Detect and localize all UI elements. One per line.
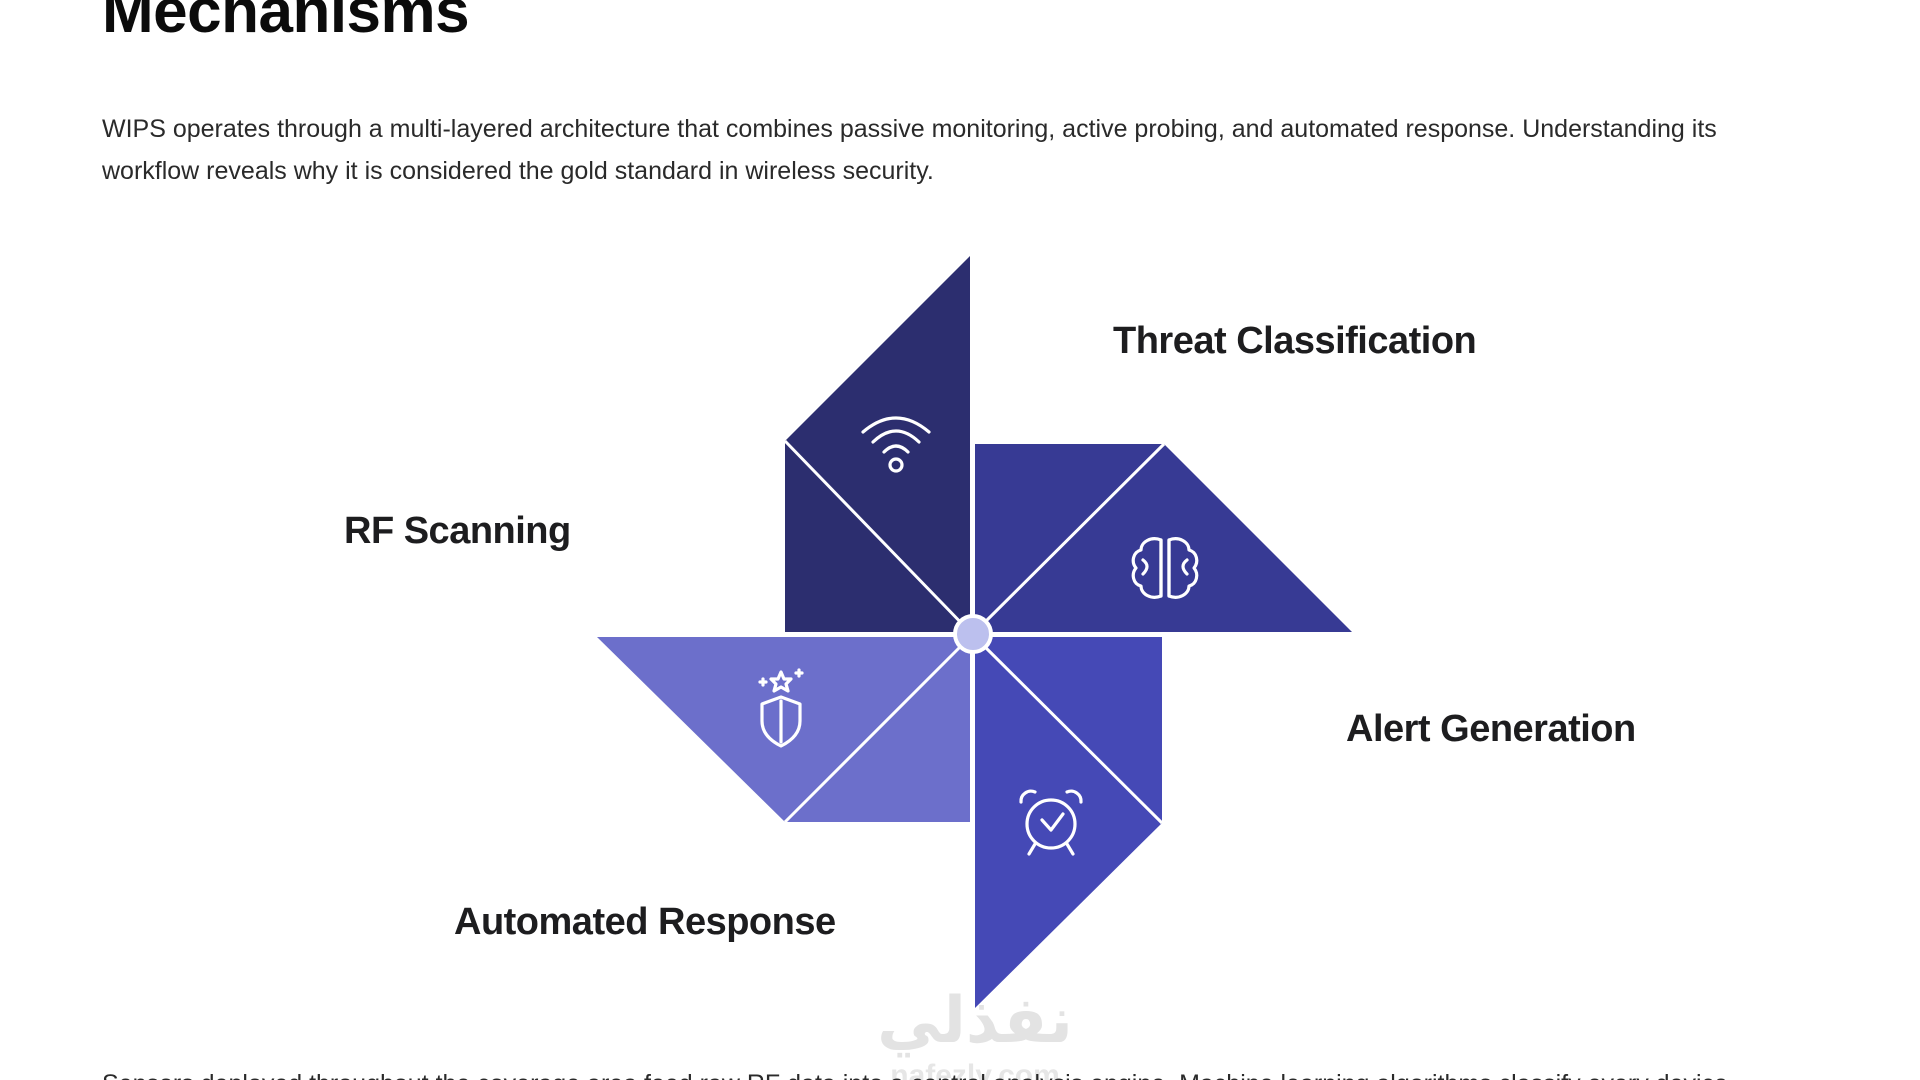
blade-alert-generation (973, 635, 1164, 1008)
alarm-clock-icon (1019, 789, 1083, 856)
wifi-icon (861, 416, 931, 473)
blade-automated-response-fill (597, 637, 970, 822)
brain-icon (1131, 537, 1199, 599)
shield-star-icon (758, 668, 804, 748)
watermark-url: nafezly.com (890, 1059, 1060, 1080)
blade-alert-generation-fill (975, 637, 1162, 1008)
nafezly-watermark: نفذلي nafezly.com (877, 984, 1073, 1080)
footer-paragraph: Sensors deployed throughout the coverage… (102, 1066, 1822, 1080)
watermark-logo-text: نفذلي (877, 984, 1073, 1058)
blade-threat-classification-fill (975, 444, 1352, 632)
blade-threat-classification (973, 442, 1352, 634)
stage-label-automated-response: Automated Response (454, 901, 836, 943)
blade-rf-scanning-fill (785, 256, 970, 632)
blade-automated-response (597, 635, 972, 824)
intro-paragraph: WIPS operates through a multi-layered ar… (102, 115, 1717, 185)
blade-rf-scanning (783, 256, 972, 634)
page-title: Mechanisms (102, 0, 470, 46)
stage-label-threat-classification: Threat Classification (1113, 320, 1476, 362)
stage-label-rf-scanning: RF Scanning (344, 510, 571, 552)
stage-label-alert-generation: Alert Generation (1346, 708, 1636, 750)
pinwheel-hub (953, 614, 993, 654)
